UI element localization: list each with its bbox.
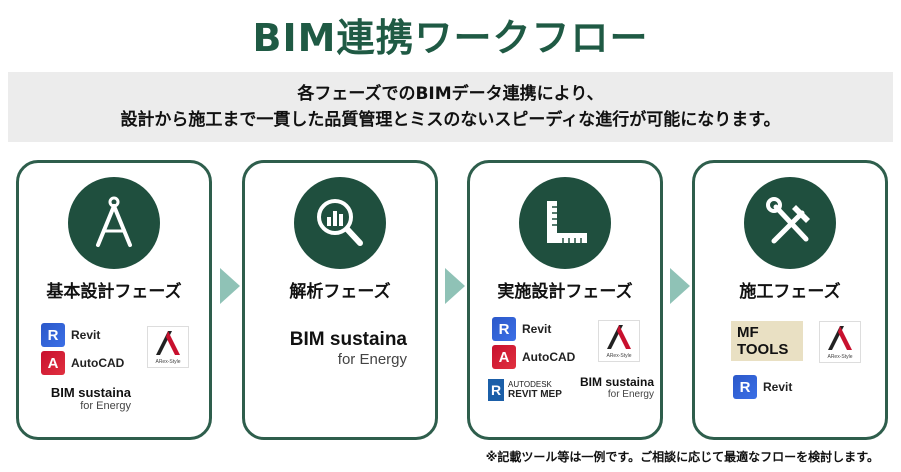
autocad-icon: A <box>41 351 65 375</box>
magnifier-chart-icon <box>294 177 386 269</box>
autocad-logo: A AutoCAD <box>492 345 575 369</box>
phase-name: 解析フェーズ <box>289 282 391 302</box>
flow-arrow <box>445 268 465 304</box>
bim-sustaina-logo: BIM sustaina for Energy <box>579 375 654 400</box>
page-title: BIM連携ワークフロー <box>252 16 649 60</box>
wrench-hammer-icon <box>744 177 836 269</box>
phase-card-basic-design: 基本設計フェーズ R Revit A AutoCAD ARex-Style BI… <box>16 160 212 440</box>
revit-icon: R <box>733 375 757 399</box>
arex-style-logo: ARex-Style <box>819 321 861 363</box>
bim-sustaina-logo: BIM sustaina for Energy <box>289 329 407 368</box>
autocad-logo: A AutoCAD <box>41 351 124 375</box>
revit-mep-icon: R <box>488 379 504 401</box>
subtitle-line-1: 各フェーズでのBIMデータ連携により、 <box>297 84 604 104</box>
footnote: ※記載ツール等は一例です。ご相談に応じて最適なフローを検討します。 <box>485 450 879 464</box>
bim-sustaina-logo: BIM sustaina for Energy <box>50 385 131 412</box>
phase-name: 施工フェーズ <box>739 282 841 302</box>
arex-style-logo: ARex-Style <box>598 320 640 362</box>
mf-tools-logo: MF TOOLS <box>731 321 803 361</box>
autocad-icon: A <box>492 345 516 369</box>
phase-card-construction: 施工フェーズ MF TOOLS ARex-Style R Revit <box>692 160 888 440</box>
subtitle-line-2: 設計から施工まで一貫した品質管理とミスのないスピーディな進行が可能になります。 <box>120 110 781 130</box>
ruler-square-icon <box>519 177 611 269</box>
phase-name: 実施設計フェーズ <box>497 282 633 302</box>
revit-logo: R Revit <box>733 375 792 399</box>
flow-arrow <box>670 268 690 304</box>
revit-logo: R Revit <box>492 317 551 341</box>
subtitle-band: 各フェーズでのBIMデータ連携により、 設計から施工まで一貫した品質管理とミスの… <box>8 72 893 142</box>
revit-icon: R <box>492 317 516 341</box>
drafting-compass-icon <box>68 177 160 269</box>
revit-logo: R Revit <box>41 323 100 347</box>
revit-mep-logo: R AUTODESK REVIT MEP <box>488 379 562 401</box>
phase-card-analysis: 解析フェーズ BIM sustaina for Energy <box>242 160 438 440</box>
flow-arrow <box>220 268 240 304</box>
phase-card-detailed-design: 実施設計フェーズ R Revit A AutoCAD ARex-Style R … <box>467 160 663 440</box>
arex-style-logo: ARex-Style <box>147 326 189 368</box>
phase-name: 基本設計フェーズ <box>46 282 182 302</box>
revit-icon: R <box>41 323 65 347</box>
